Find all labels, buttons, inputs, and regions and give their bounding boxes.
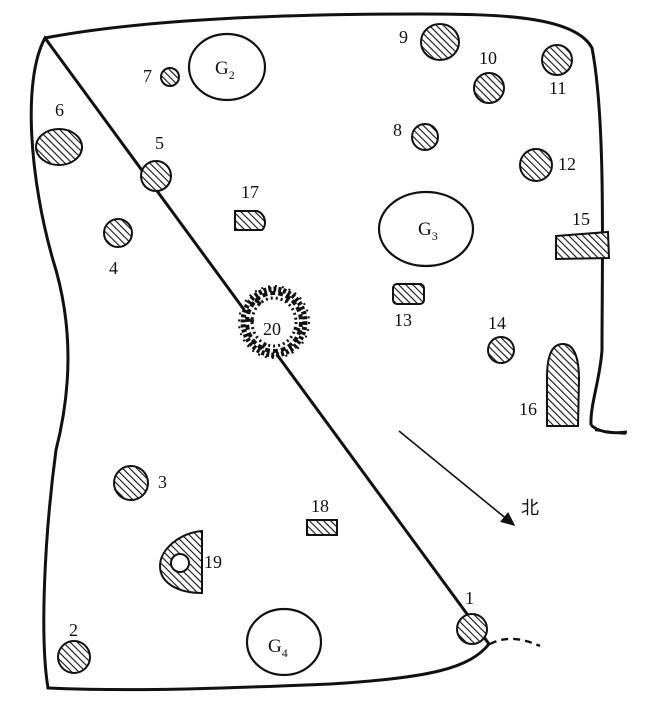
pit-g3 xyxy=(377,190,475,268)
feature-1 xyxy=(456,613,488,645)
feature-20-hearth xyxy=(238,285,310,359)
feature-1-label: 1 xyxy=(465,588,474,608)
north-arrow xyxy=(398,430,516,527)
feature-11 xyxy=(541,44,573,76)
feature-19-label: 19 xyxy=(204,552,222,572)
feature-20-label: 20 xyxy=(263,319,281,339)
feature-8-label: 8 xyxy=(393,120,402,140)
feature-15-label: 15 xyxy=(572,209,590,229)
site-boundary xyxy=(29,12,628,692)
feature-13-label: 13 xyxy=(394,310,412,330)
boundary-gap-dash-south xyxy=(489,637,541,648)
feature-18-label: 18 xyxy=(311,496,329,516)
feature-9-label: 9 xyxy=(399,27,408,47)
feature-12-label: 12 xyxy=(558,154,576,174)
feature-16-label: 16 xyxy=(519,399,537,419)
feature-3-label: 3 xyxy=(158,472,167,492)
feature-3 xyxy=(113,465,149,501)
feature-11-label: 11 xyxy=(549,78,566,98)
feature-17-label: 17 xyxy=(241,182,259,202)
pit-g3-label: G3 xyxy=(418,219,438,243)
pit-g2-label: G2 xyxy=(215,58,235,82)
feature-10-label: 10 xyxy=(479,48,497,68)
feature-2-label: 2 xyxy=(69,620,78,640)
feature-5-label: 5 xyxy=(155,133,164,153)
feature-10 xyxy=(473,72,505,104)
feature-6 xyxy=(35,128,83,166)
boundary-gap-dash-east xyxy=(594,428,628,436)
feature-12 xyxy=(519,148,553,182)
pit-g4-label: G4 xyxy=(268,636,288,660)
feature-7 xyxy=(160,67,180,87)
pit-g2 xyxy=(187,32,267,102)
feature-6-label: 6 xyxy=(55,100,64,120)
feature-18 xyxy=(306,519,338,536)
feature-4-label: 4 xyxy=(109,258,118,278)
north-label: 北 xyxy=(521,498,539,519)
pit-g4 xyxy=(245,607,323,677)
feature-16 xyxy=(546,342,581,427)
feature-7-label: 7 xyxy=(143,66,152,86)
feature-13 xyxy=(392,283,425,305)
feature-5 xyxy=(140,160,172,192)
feature-9 xyxy=(420,23,460,61)
feature-15 xyxy=(555,230,611,261)
feature-19-inner-ring xyxy=(170,553,190,573)
feature-8 xyxy=(411,123,439,151)
feature-2 xyxy=(57,640,91,674)
feature-14 xyxy=(487,336,515,364)
feature-4 xyxy=(103,218,133,248)
feature-14-label: 14 xyxy=(488,313,506,333)
feature-17 xyxy=(234,210,266,231)
